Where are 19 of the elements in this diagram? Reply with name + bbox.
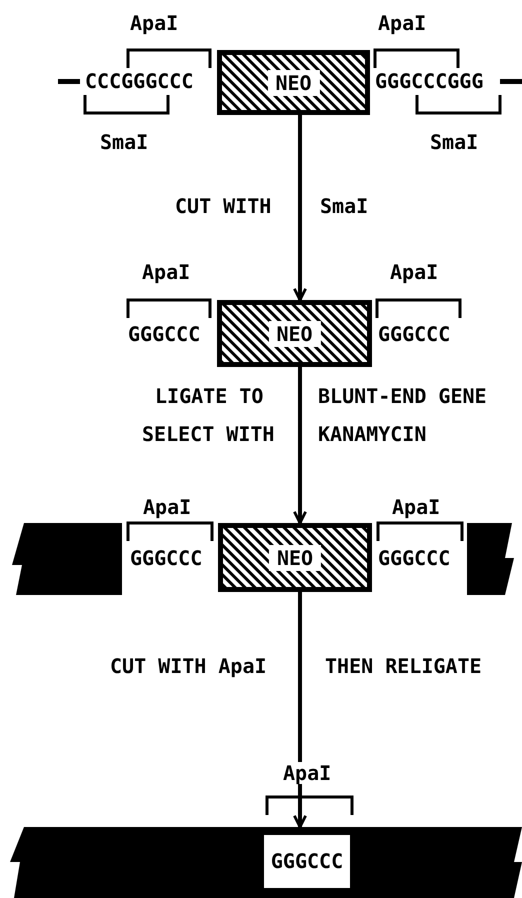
gene-label: NEO <box>267 70 320 96</box>
enzyme-label: ApaI <box>392 496 440 518</box>
enzyme-label: ApaI <box>283 762 332 784</box>
step-label: CUT WITH ApaI <box>110 655 267 677</box>
gene-box <box>218 523 372 592</box>
arrow <box>293 115 307 302</box>
arrow <box>293 592 307 828</box>
gene-box <box>217 300 372 367</box>
gene-label: NEO <box>268 320 321 346</box>
enzyme-label: ApaI <box>143 496 192 518</box>
dna-bar <box>10 827 522 898</box>
sequence-box: GGGCCC <box>264 835 350 888</box>
enzyme-label: ApaI <box>130 12 178 34</box>
arrow <box>293 367 307 524</box>
enzyme-label: ApaI <box>390 261 438 283</box>
enzyme-label: ApaI <box>142 261 190 283</box>
gene-box <box>217 50 370 115</box>
gene-label: NEO <box>268 544 322 570</box>
enzyme-label: ApaI <box>378 12 426 34</box>
